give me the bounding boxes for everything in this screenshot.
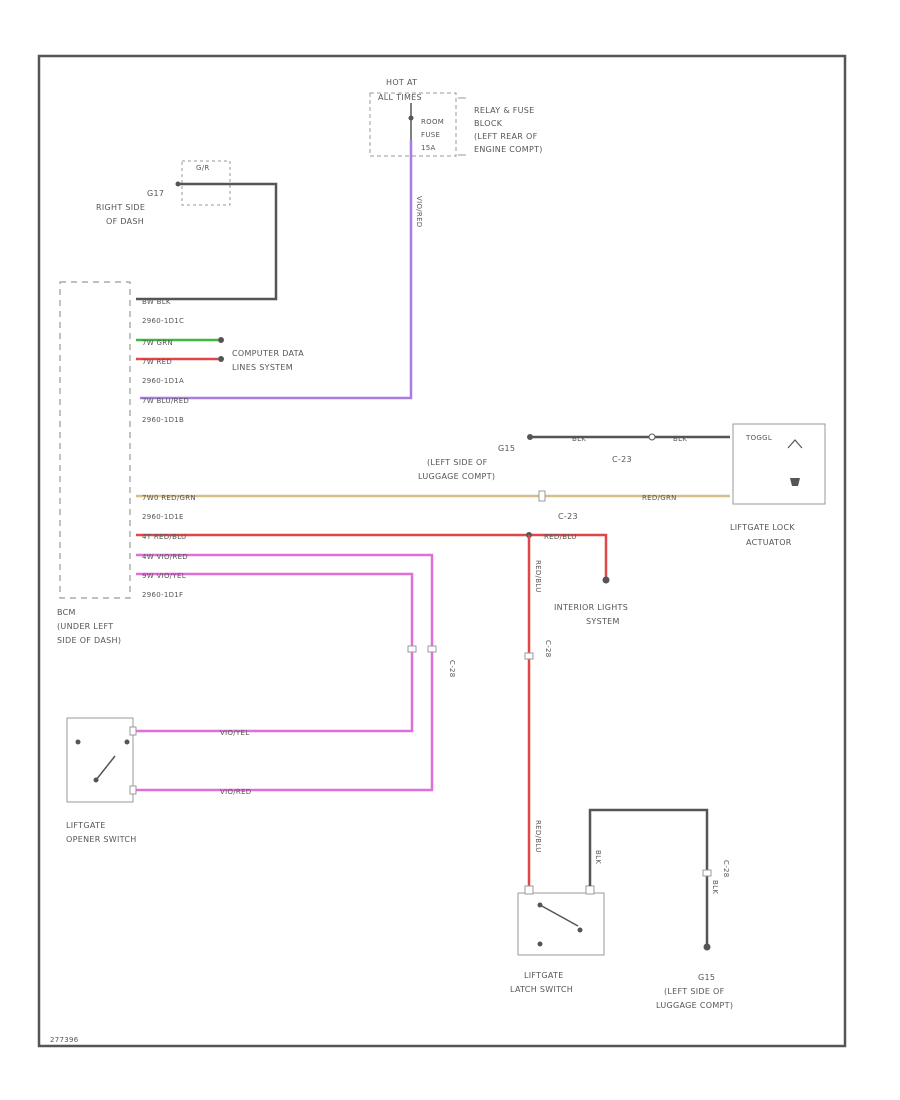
actuator-inner-label: TOGGL: [745, 434, 772, 442]
vio-yel-h-label: VIO/YEL: [220, 729, 249, 737]
g17-label-1: G17: [147, 189, 164, 198]
opener-terminal-2: [129, 785, 137, 795]
g17-shield-label: G/R: [196, 164, 210, 172]
bcm-label-2: (UNDER LEFT: [57, 622, 113, 631]
blk-label-b: BLK: [673, 435, 687, 443]
bcm-conn-2: 2960-1D1A: [142, 377, 184, 385]
red-blu-label: 4T RED/BLU: [142, 533, 186, 541]
bcm-box: [59, 281, 131, 599]
opener-switch-contact-1: [75, 739, 81, 745]
room-fuse-label-3: 15A: [421, 144, 436, 152]
relay-fuse-label-4: ENGINE COMPT): [474, 145, 543, 154]
g17-label-2: RIGHT SIDE: [96, 203, 145, 212]
bcm-conn-3: 2960-1D1B: [142, 416, 184, 424]
blk-label-a: BLK: [572, 435, 586, 443]
bcm-conn-5: 2960-1D1F: [142, 591, 183, 599]
opener-label-2: OPENER SWITCH: [66, 835, 137, 844]
latch-contact-3: [537, 941, 543, 947]
diagram-frame: [37, 54, 847, 1048]
bcm-label-1: BCM: [57, 608, 76, 617]
computer-data-label-1: COMPUTER DATA: [232, 349, 304, 358]
pink-connector-2: [427, 645, 437, 653]
computer-data-label-2: LINES SYSTEM: [232, 363, 293, 372]
green-wire-label: 7W GRN: [142, 339, 173, 347]
red-vert-label-1: RED/BLU: [534, 560, 542, 593]
red-blu-wire: [136, 533, 608, 578]
g15-top-label-2: (LEFT SIDE OF: [427, 458, 488, 467]
c23-top-connector: [648, 433, 656, 441]
g15-bottom-label-2: (LEFT SIDE OF: [664, 987, 725, 996]
violet-wire: [140, 140, 413, 400]
red-data-wire-end: [218, 356, 224, 362]
opener-switch-arm: [95, 755, 116, 781]
g15-bottom-label-3: LUGGAGE COMPT): [656, 1001, 733, 1010]
hot-at-label-2: ALL TIMES: [378, 93, 422, 102]
latch-blk-label: BLK: [594, 850, 602, 864]
g15-bottom-ground: [703, 943, 711, 951]
actuator-motor-icon: [787, 439, 803, 449]
diagram-code: 277396: [50, 1036, 79, 1044]
bcm-label-3: SIDE OF DASH): [57, 636, 121, 645]
opener-label-1: LIFTGATE: [66, 821, 106, 830]
liftgate-lock-actuator: [732, 423, 826, 505]
relay-fuse-label-2: BLOCK: [474, 119, 503, 128]
vio-red-label: 4W VIO/RED: [142, 553, 188, 561]
g15-bottom-label-1: G15: [698, 973, 715, 982]
red-blu-right-label: RED/BLU: [544, 533, 577, 541]
red-latch-connector: [524, 652, 534, 660]
vio-yel-label: 9W VIO/YEL: [142, 572, 186, 580]
red-data-wire-label: 7W RED: [142, 358, 172, 366]
latch-contact-2: [577, 927, 583, 933]
fuse-terminal: [408, 115, 414, 121]
interior-lights-label-1: INTERIOR LIGHTS: [554, 603, 628, 612]
relay-fuse-label-3: (LEFT REAR OF: [474, 132, 538, 141]
interior-lights-label-2: SYSTEM: [586, 617, 620, 626]
vio-red-wire: [136, 553, 434, 792]
latch-terminal-2: [585, 885, 595, 895]
c28-label-b: C-28: [448, 660, 456, 678]
opener-switch-contact-2: [124, 739, 130, 745]
tan-wire-connector: [538, 490, 546, 502]
g15-blk-label: BLK: [711, 880, 719, 894]
c23-mid-label: C-23: [558, 512, 578, 521]
room-fuse-label-1: ROOM: [421, 118, 444, 126]
bcm-conn-4: 2960-1D1E: [142, 513, 184, 521]
g17-black-wire: [136, 182, 278, 301]
latch-terminal-1: [524, 885, 534, 895]
c28-label-c: C-28: [722, 860, 730, 878]
green-wire-end: [218, 337, 224, 343]
g15-top-label-1: G15: [498, 444, 515, 453]
pink-connector-1: [407, 645, 417, 653]
latch-switch-arm: [539, 904, 579, 927]
blu-red-label: 7W BLU/RED: [142, 397, 189, 405]
hot-at-label-1: HOT AT: [386, 78, 417, 87]
g15-connector: [702, 869, 712, 877]
red-grn-label: 7W0 RED/GRN: [142, 494, 196, 502]
room-fuse-label-2: FUSE: [421, 131, 440, 139]
c28-label-a: C-28: [544, 640, 552, 658]
vio-red-h-label: VIO/RED: [220, 788, 252, 796]
violet-wire-label: VIO/RED: [415, 196, 423, 228]
actuator-ground-icon: [790, 478, 800, 486]
red-grn-right-label: RED/GRN: [642, 494, 677, 502]
liftgate-opener-switch: [66, 717, 134, 803]
latch-label-1: LIFTGATE: [524, 971, 564, 980]
actuator-label-2: ACTUATOR: [746, 538, 792, 547]
latch-black-wire: [588, 808, 709, 944]
relay-fuse-label-1: RELAY & FUSE: [474, 106, 535, 115]
liftgate-latch-switch: [517, 892, 605, 956]
actuator-label-1: LIFTGATE LOCK: [730, 523, 795, 532]
c23-top-label: C-23: [612, 455, 632, 464]
g15-top-label-3: LUGGAGE COMPT): [418, 472, 495, 481]
red-vert-label-2: RED/BLU: [534, 820, 542, 853]
bcm-wire-blk: BW BLK: [142, 298, 171, 306]
g17-label-3: OF DASH: [106, 217, 144, 226]
interior-lights-terminal: [602, 576, 610, 584]
relay-fuse-block: [369, 92, 457, 157]
bcm-conn-1: 2960-1D1C: [142, 317, 184, 325]
latch-label-2: LATCH SWITCH: [510, 985, 573, 994]
opener-terminal-1: [129, 726, 137, 736]
